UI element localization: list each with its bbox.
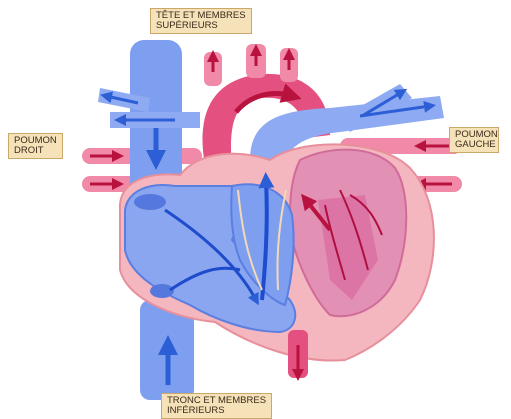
label-head-upper-limbs: TÊTE ET MEMBRES SUPÉRIEURS [150,8,252,34]
label-left-lung: POUMON GAUCHE [449,127,499,153]
label-head-upper-limbs-line2: SUPÉRIEURS [156,21,246,31]
label-right-lung: POUMON DROIT [8,133,63,159]
label-right-lung-line2: DROIT [14,146,57,156]
label-left-lung-line2: GAUCHE [455,140,498,150]
label-trunk-lower-limbs-line2: INFÉRIEURS [167,406,266,416]
label-trunk-lower-limbs: TRONC ET MEMBRES INFÉRIEURS [161,393,272,419]
descending-aorta [288,330,308,378]
